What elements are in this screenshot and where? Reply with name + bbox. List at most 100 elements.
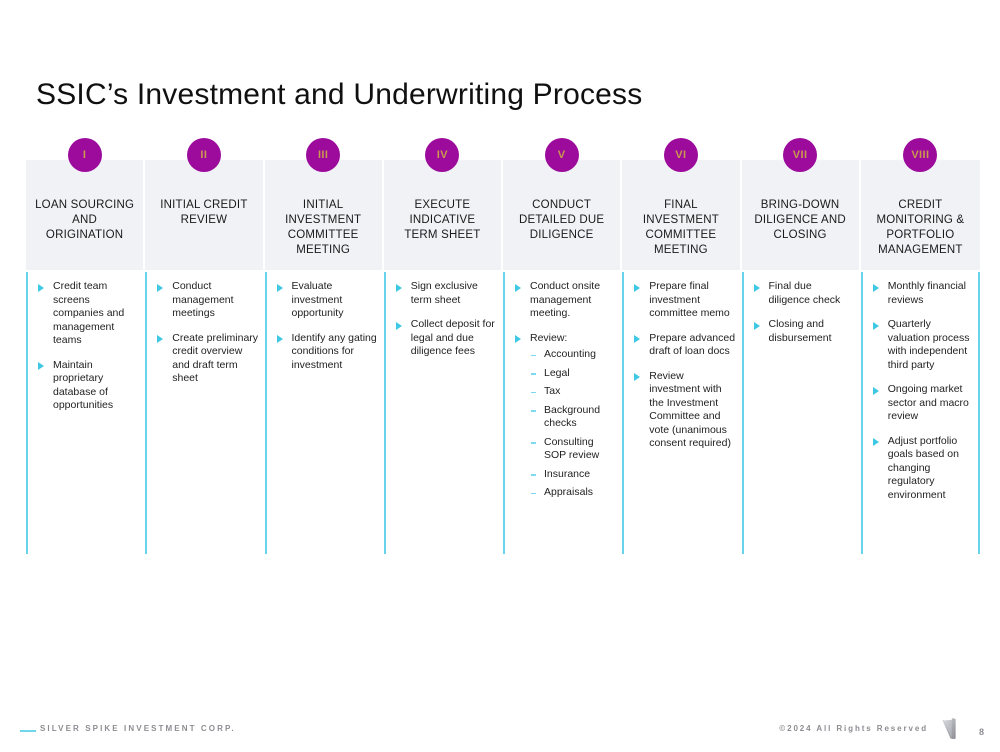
process-step-header-1: I LOAN SOURCING AND ORIGINATION — [26, 138, 146, 270]
sub-bullet-text: Legal — [544, 366, 570, 379]
sub-bullet-text: Accounting — [544, 348, 596, 360]
triangle-bullet-icon — [395, 321, 402, 330]
bullet-text: Credit team screens companies and manage… — [53, 280, 125, 346]
triangle-bullet-icon — [634, 373, 641, 381]
triangle-bullet-icon — [753, 321, 760, 330]
triangle-bullet-icon — [872, 386, 879, 395]
step-number-badge: IV — [425, 138, 460, 172]
sub-list-item: Consulting SOP review — [530, 436, 616, 463]
bullet-text: Adjust portfolio goals based on changing… — [887, 434, 959, 501]
dash-bullet-icon — [531, 474, 536, 476]
triangle-bullet-icon — [634, 283, 641, 292]
list-item: Sign exclusive term sheet — [394, 280, 497, 307]
list-item: Conduct management meetings — [155, 280, 258, 321]
sub-list-item: Appraisals — [530, 486, 616, 500]
triangle-bullet-icon — [395, 283, 402, 292]
bullet-text: Collect deposit for legal and due dilige… — [410, 318, 495, 357]
bullet-list: Conduct onsite management meeting. Review… — [513, 280, 616, 500]
step-number-badge: I — [67, 138, 102, 172]
process-step-body-5: Conduct onsite management meeting. Review… — [503, 272, 622, 554]
triangle-bullet-icon — [872, 321, 879, 330]
sub-list-item: Accounting — [530, 348, 616, 362]
triangle-bullet-icon — [38, 362, 44, 370]
bullet-text: Sign exclusive term sheet — [410, 280, 478, 306]
list-item: Evaluate investment opportunity — [275, 280, 378, 321]
triangle-bullet-icon — [38, 283, 44, 292]
list-item: Create preliminary credit overview and d… — [155, 332, 258, 386]
process-step-label: CREDIT MONITORING & PORTFOLIO MANAGEMENT — [876, 199, 965, 256]
dash-bullet-icon — [531, 410, 536, 412]
bullet-text: Prepare advanced draft of loan docs — [649, 331, 736, 358]
sub-list-item: Insurance — [530, 468, 616, 482]
page-title: SSIC’s Investment and Underwriting Proce… — [36, 78, 643, 112]
list-item: Review investment with the Investment Co… — [632, 370, 735, 451]
dash-bullet-icon — [531, 373, 536, 375]
bullet-text: Create preliminary credit overview and d… — [172, 331, 259, 385]
bullet-text: Conduct management meetings — [172, 280, 234, 319]
sub-bullet-text: Consulting SOP review — [544, 435, 600, 462]
list-item: Quarterly valuation process with indepen… — [871, 318, 972, 372]
step-number-badge: VIII — [903, 138, 938, 172]
process-body-row: Credit team screens companies and manage… — [26, 272, 980, 554]
process-step-header-5: V CONDUCT DETAILED DUE DILIGENCE — [503, 138, 623, 270]
process-step-header-8: VIII CREDIT MONITORING & PORTFOLIO MANAGE… — [860, 138, 980, 270]
triangle-bullet-icon — [157, 335, 164, 343]
sub-bullet-text: Background checks — [544, 403, 601, 430]
bullet-text: Review investment with the Investment Co… — [649, 369, 731, 450]
bullet-text: Maintain proprietary database of opportu… — [53, 358, 114, 412]
bullet-text: Prepare final investment committee memo — [649, 280, 730, 319]
triangle-bullet-icon — [634, 335, 641, 343]
list-item: Closing and disbursement — [752, 318, 855, 345]
process-step-label: LOAN SOURCING AND ORIGINATION — [35, 199, 135, 241]
process-step-label: INITIAL CREDIT REVIEW — [160, 199, 248, 226]
process-step-label: CONDUCT DETAILED DUE DILIGENCE — [518, 199, 605, 241]
bullet-text: Ongoing market sector and macro review — [887, 383, 969, 422]
sub-bullet-text: Insurance — [544, 467, 591, 480]
sub-list-item: Background checks — [530, 404, 616, 431]
triangle-bullet-icon — [276, 283, 283, 292]
step-number-badge: V — [544, 138, 579, 172]
list-item: Conduct onsite management meeting. — [513, 280, 616, 321]
dash-bullet-icon — [531, 492, 536, 494]
bullet-text: Quarterly valuation process with indepen… — [887, 318, 970, 371]
list-item: Credit team screens companies and manage… — [36, 280, 139, 348]
bullet-text: Conduct onsite management meeting. — [530, 280, 601, 319]
sub-bullet-text: Tax — [544, 385, 561, 397]
spike-logo-icon — [942, 718, 956, 739]
triangle-bullet-icon — [872, 283, 879, 292]
bullet-text: Closing and disbursement — [768, 318, 832, 344]
sub-list-item: Tax — [530, 385, 616, 399]
bullet-text: Review: — [530, 331, 568, 344]
triangle-bullet-icon — [276, 335, 283, 343]
step-number-badge: VII — [783, 138, 818, 172]
list-item: Final due diligence check — [752, 280, 855, 307]
dash-bullet-icon — [531, 391, 536, 393]
list-item: Identify any gating conditions for inves… — [275, 332, 378, 373]
bullet-text: Final due diligence check — [768, 280, 841, 306]
bullet-text: Identify any gating conditions for inves… — [291, 331, 377, 371]
process-step-label: FINAL INVESTMENT COMMITTEE MEETING — [642, 199, 719, 256]
triangle-bullet-icon — [872, 438, 879, 446]
list-item: Adjust portfolio goals based on changing… — [871, 435, 972, 503]
list-item: Collect deposit for legal and due dilige… — [394, 318, 497, 359]
footer-copyright: ©2024 All Rights Reserved — [779, 724, 928, 733]
list-item: Monthly financial reviews — [871, 280, 972, 307]
footer-rule-icon — [20, 730, 36, 732]
process-step-label: INITIAL INVESTMENT COMMITTEE MEETING — [285, 199, 362, 256]
